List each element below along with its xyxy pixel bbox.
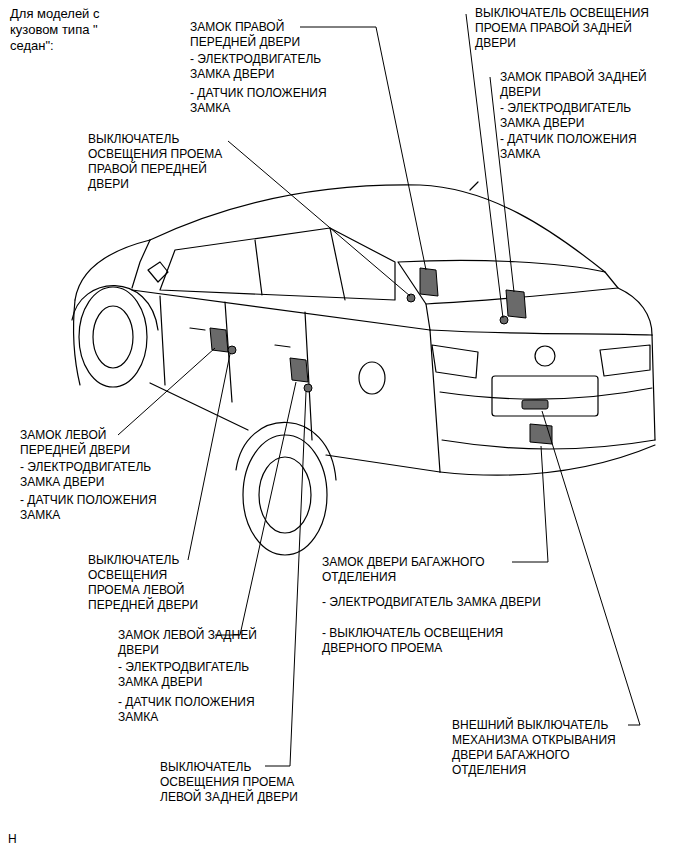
part-label: - ДАТЧИК ПОЛОЖЕНИЯ ЗАМКА [500,132,660,162]
part-label: ВЫКЛЮЧАТЕЛЬ ОСВЕЩЕНИЯ ПРОЕМА ПРАВОЙ ПЕРЕ… [88,132,233,192]
part-label: ЗАМОК ПРАВОЙ ПЕРЕДНЕЙ ДВЕРИ [190,20,345,50]
part-label: - ЭЛЕКТРОДВИГАТЕЛЬ ЗАМКА ДВЕРИ [500,101,660,131]
part-label: - ДАТЧИК ПОЛОЖЕНИЯ ЗАМКА [190,86,345,116]
part-label: - ЭЛЕКТРОДВИГАТЕЛЬ ЗАМКА ДВЕРИ [190,52,345,82]
part-label: - ДАТЧИК ПОЛОЖЕНИЯ ЗАМКА [118,695,273,725]
part-label: ЗАМОК ЛЕВОЙ ЗАДНЕЙ ДВЕРИ [118,628,273,658]
part-label: - ДАТЧИК ПОЛОЖЕНИЯ ЗАМКА [20,493,175,523]
part-label: - ЭЛЕКТРОДВИГАТЕЛЬ ЗАМКА ДВЕРИ [118,660,273,690]
part-label: - ЭЛЕКТРОДВИГАТЕЛЬ ЗАМКА ДВЕРИ [322,595,582,610]
heading-note: Для моделей с кузовом типа " седан": [10,6,140,54]
part-label: - ЭЛЕКТРОДВИГАТЕЛЬ ЗАМКА ДВЕРИ [20,460,175,490]
part-label: - ВЫКЛЮЧАТЕЛЬ ОСВЕЩЕНИЯ ДВЕРНОГО ПРОЕМА [322,626,537,656]
part-label: ВНЕШНИЙ ВЫКЛЮЧАТЕЛЬ МЕХАНИЗМА ОТКРЫВАНИЯ… [452,718,632,778]
part-label: ВЫКЛЮЧАТЕЛЬ ОСВЕЩЕНИЯ ПРОЕМА ЛЕВОЙ ПЕРЕД… [88,553,213,613]
part-label: ВЫКЛЮЧАТЕЛЬ ОСВЕЩЕНИЯ ПРОЕМА ПРАВОЙ ЗАДН… [475,6,675,51]
part-label: ВЫКЛЮЧАТЕЛЬ ОСВЕЩЕНИЯ ПРОЕМА ЛЕВОЙ ЗАДНЕ… [160,760,320,805]
part-label: ЗАМОК ДВЕРИ БАГАЖНОГО ОТДЕЛЕНИЯ [322,555,537,585]
part-label: ЗАМОК ЛЕВОЙ ПЕРЕДНЕЙ ДВЕРИ [20,428,175,458]
part-label: ЗАМОК ПРАВОЙ ЗАДНЕЙ ДВЕРИ [500,70,660,100]
part-label: H [8,832,28,847]
